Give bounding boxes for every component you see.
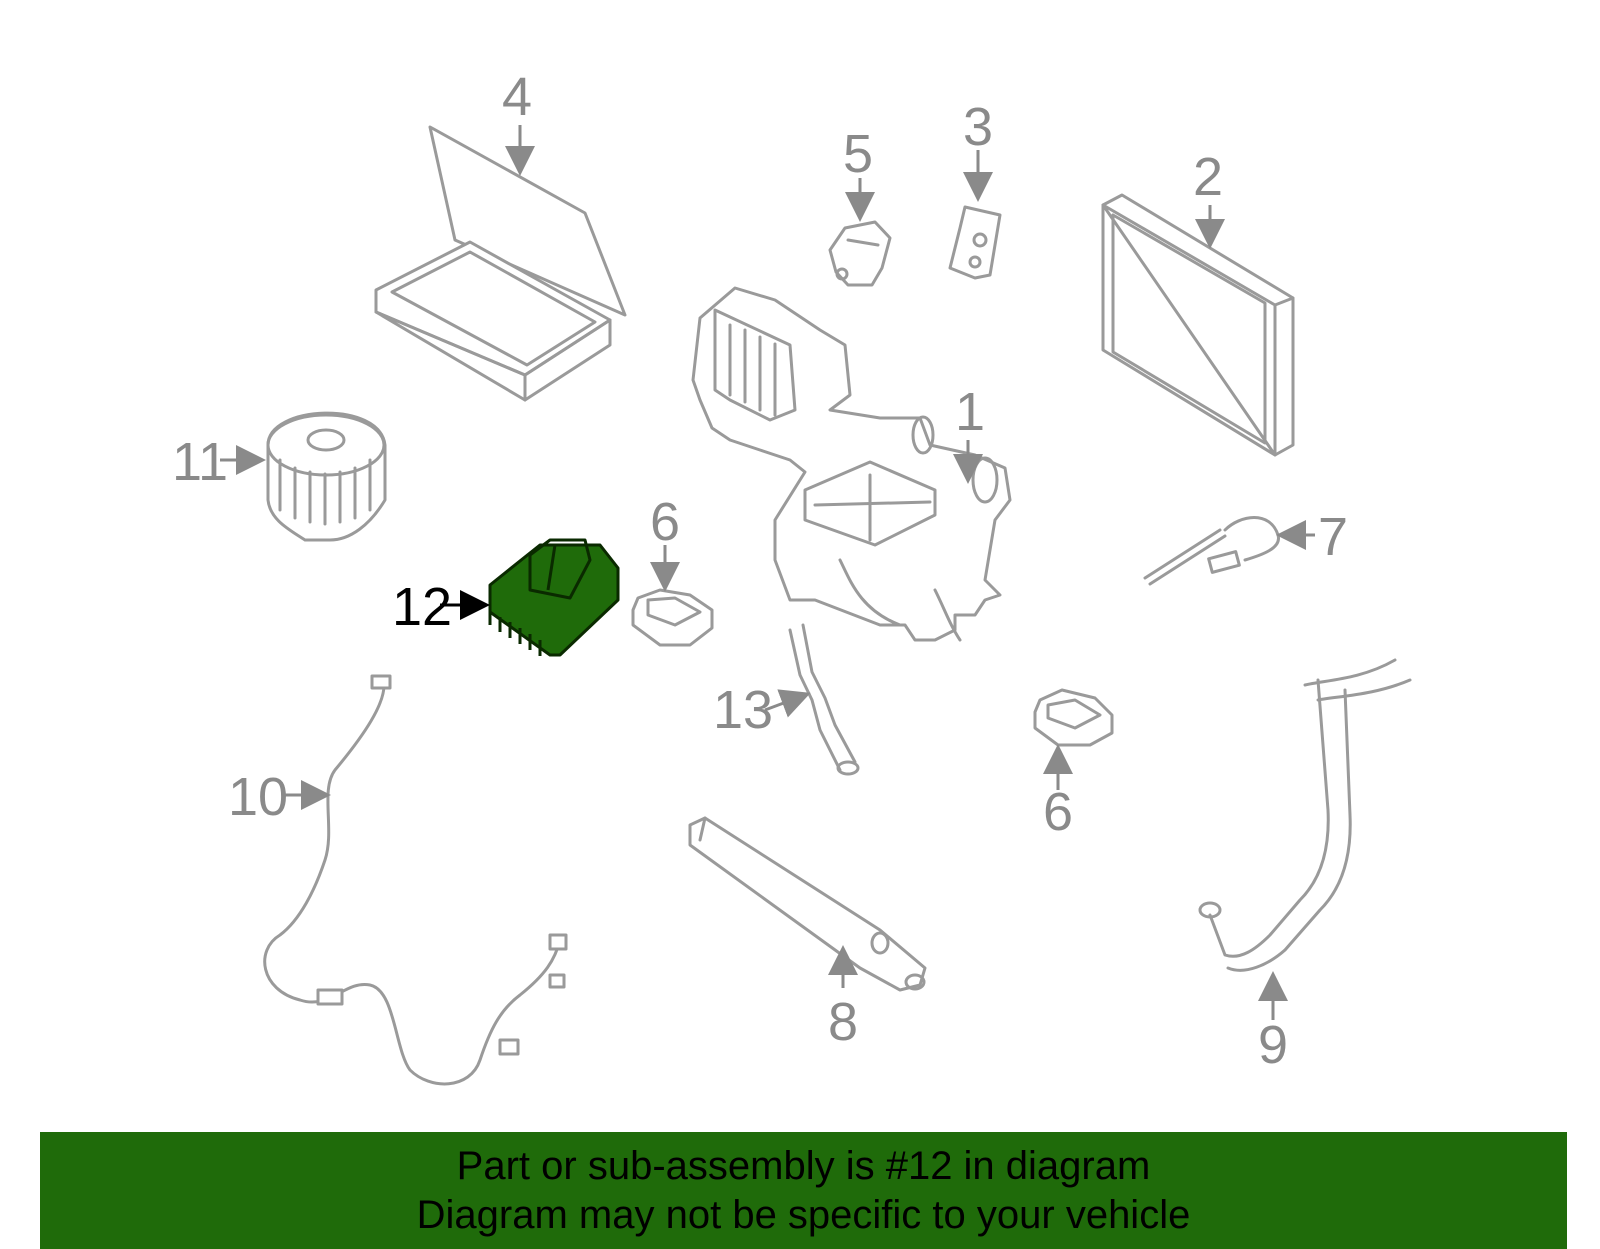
callout-8: 8: [828, 992, 858, 1052]
callout-6-lower: 6: [1043, 782, 1073, 842]
callout-4: 4: [502, 67, 532, 127]
part-6-actuator-upper: [631, 588, 714, 647]
part-13-drain-hose: [788, 623, 860, 776]
callout-10: 10: [228, 767, 288, 827]
part-11-blower-motor: [266, 411, 387, 542]
part-3-expansion-valve: [948, 205, 1002, 280]
callout-2: 2: [1193, 147, 1223, 207]
part-8-heater-core: [688, 816, 927, 992]
banner-line-2: Diagram may not be specific to your vehi…: [416, 1193, 1191, 1237]
callout-6-upper: 6: [650, 492, 680, 552]
part-6-actuator-lower: [1033, 688, 1114, 747]
info-banner: Part or sub-assembly is #12 in diagram D…: [40, 1132, 1567, 1249]
callout-13: 13: [713, 680, 773, 740]
callout-11: 11: [172, 432, 228, 492]
part-1-hvac-case: [691, 286, 1012, 642]
callout-9: 9: [1258, 1015, 1288, 1075]
part-7-sensor: [1143, 516, 1280, 586]
callout-1: 1: [955, 382, 985, 442]
callout-7: 7: [1318, 507, 1348, 567]
callout-5: 5: [843, 124, 873, 184]
banner-line-1: Part or sub-assembly is #12 in diagram: [456, 1144, 1151, 1188]
part-12-blower-resistor: [488, 538, 620, 657]
part-9-heater-hoses: [1198, 658, 1412, 972]
part-5-actuator: [828, 220, 892, 287]
callout-12: 12: [392, 577, 452, 637]
part-2-evaporator: [1101, 193, 1295, 457]
callout-3: 3: [963, 97, 993, 157]
part-4-cabin-filter: [374, 125, 627, 402]
part-10-wiring-harness: [263, 674, 568, 1086]
